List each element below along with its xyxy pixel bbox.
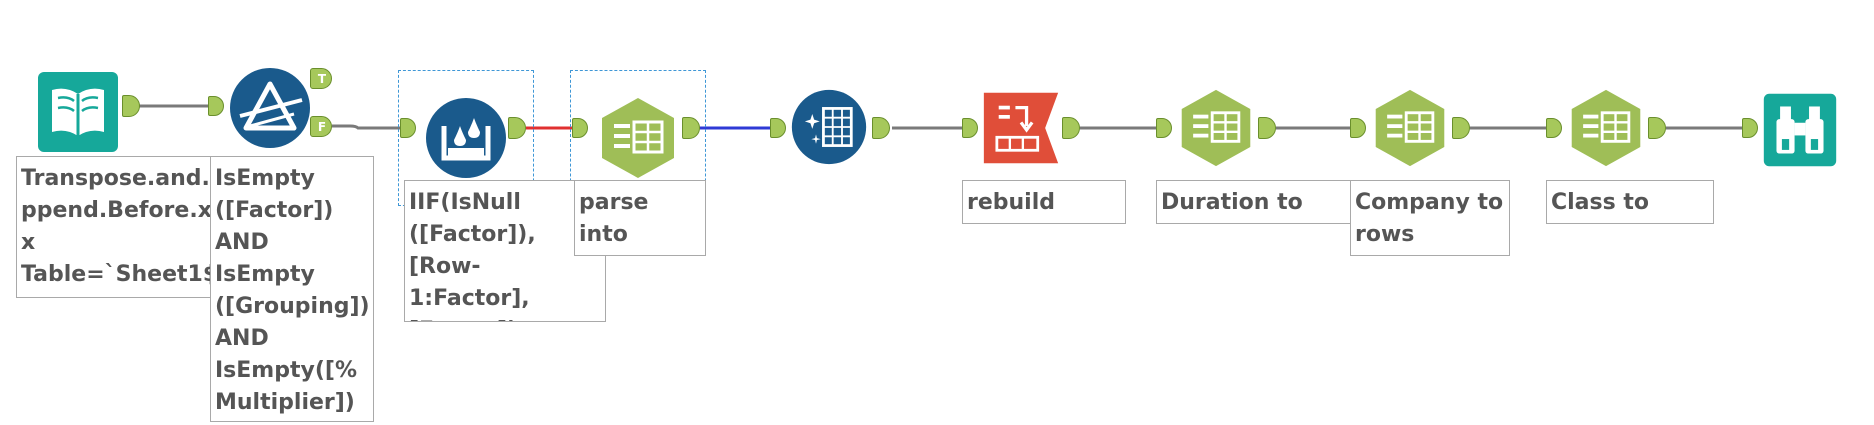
text-to-columns-tool[interactable]	[1176, 88, 1256, 168]
browse-tool[interactable]	[1762, 92, 1838, 168]
rename-tool-output-anchor[interactable]	[872, 117, 890, 139]
company-tool-annotation: Company to rows	[1350, 180, 1510, 256]
rebuild-table-icon	[983, 92, 1059, 164]
table-grid-icon	[602, 98, 674, 178]
browse-tool-input-anchor[interactable]	[1742, 118, 1758, 138]
duration-tool-input-anchor[interactable]	[1156, 118, 1172, 138]
duration-tool-output-anchor[interactable]	[1258, 117, 1276, 139]
formula-tool-output-anchor[interactable]	[508, 117, 526, 139]
triangle-filter-icon	[230, 68, 310, 148]
water-drop-icon	[426, 98, 506, 178]
crosstab-tool-output-anchor[interactable]	[1062, 117, 1080, 139]
table-grid-icon	[1571, 89, 1641, 167]
parse-tool-annotation: parse into rows	[574, 180, 706, 256]
formula-tool-annotation: IIF(IsNull ([Factor]),[Row- 1:Factor], […	[404, 180, 606, 322]
rename-tool-input-anchor[interactable]	[770, 118, 786, 138]
input-tool-annotation: Transpose.and.A ppend.Before.xls x Table…	[16, 156, 216, 298]
text-to-columns-tool[interactable]	[1566, 88, 1646, 168]
filter-true-anchor[interactable]: T	[310, 68, 332, 89]
wire-filter-false-formula	[332, 124, 402, 130]
parse-tool-output-anchor[interactable]	[682, 117, 700, 139]
dynamic-rename-tool[interactable]	[790, 88, 868, 166]
table-grid-icon	[1181, 89, 1251, 167]
text-to-columns-tool[interactable]	[1370, 88, 1450, 168]
book-icon	[38, 72, 118, 152]
filter-tool-annotation: IsEmpty ([Factor]) AND IsEmpty ([Groupin…	[210, 156, 374, 422]
crosstab-tool-input-anchor[interactable]	[962, 118, 978, 138]
duration-tool-annotation: Duration to rows	[1156, 180, 1354, 224]
company-tool-input-anchor[interactable]	[1350, 118, 1366, 138]
text-to-columns-tool[interactable]	[570, 70, 706, 206]
binoculars-icon	[1763, 93, 1837, 167]
input-data-tool[interactable]	[36, 70, 120, 154]
filter-tool[interactable]	[228, 66, 312, 150]
input-tool-output-anchor[interactable]	[122, 95, 140, 117]
filter-tool-input-anchor[interactable]	[208, 96, 224, 116]
class-tool-annotation: Class to rows	[1546, 180, 1714, 224]
multi-field-formula-tool[interactable]	[398, 70, 534, 206]
cross-tab-tool[interactable]	[982, 88, 1060, 168]
class-tool-input-anchor[interactable]	[1546, 118, 1562, 138]
class-tool-output-anchor[interactable]	[1648, 117, 1666, 139]
company-tool-output-anchor[interactable]	[1452, 117, 1470, 139]
formula-tool-input-anchor[interactable]	[400, 118, 416, 138]
filter-false-anchor[interactable]: F	[310, 116, 332, 137]
crosstab-tool-annotation: rebuild table	[962, 180, 1126, 224]
table-grid-icon	[1375, 89, 1445, 167]
parse-tool-input-anchor[interactable]	[572, 118, 588, 138]
sparkle-grid-icon	[791, 89, 867, 165]
